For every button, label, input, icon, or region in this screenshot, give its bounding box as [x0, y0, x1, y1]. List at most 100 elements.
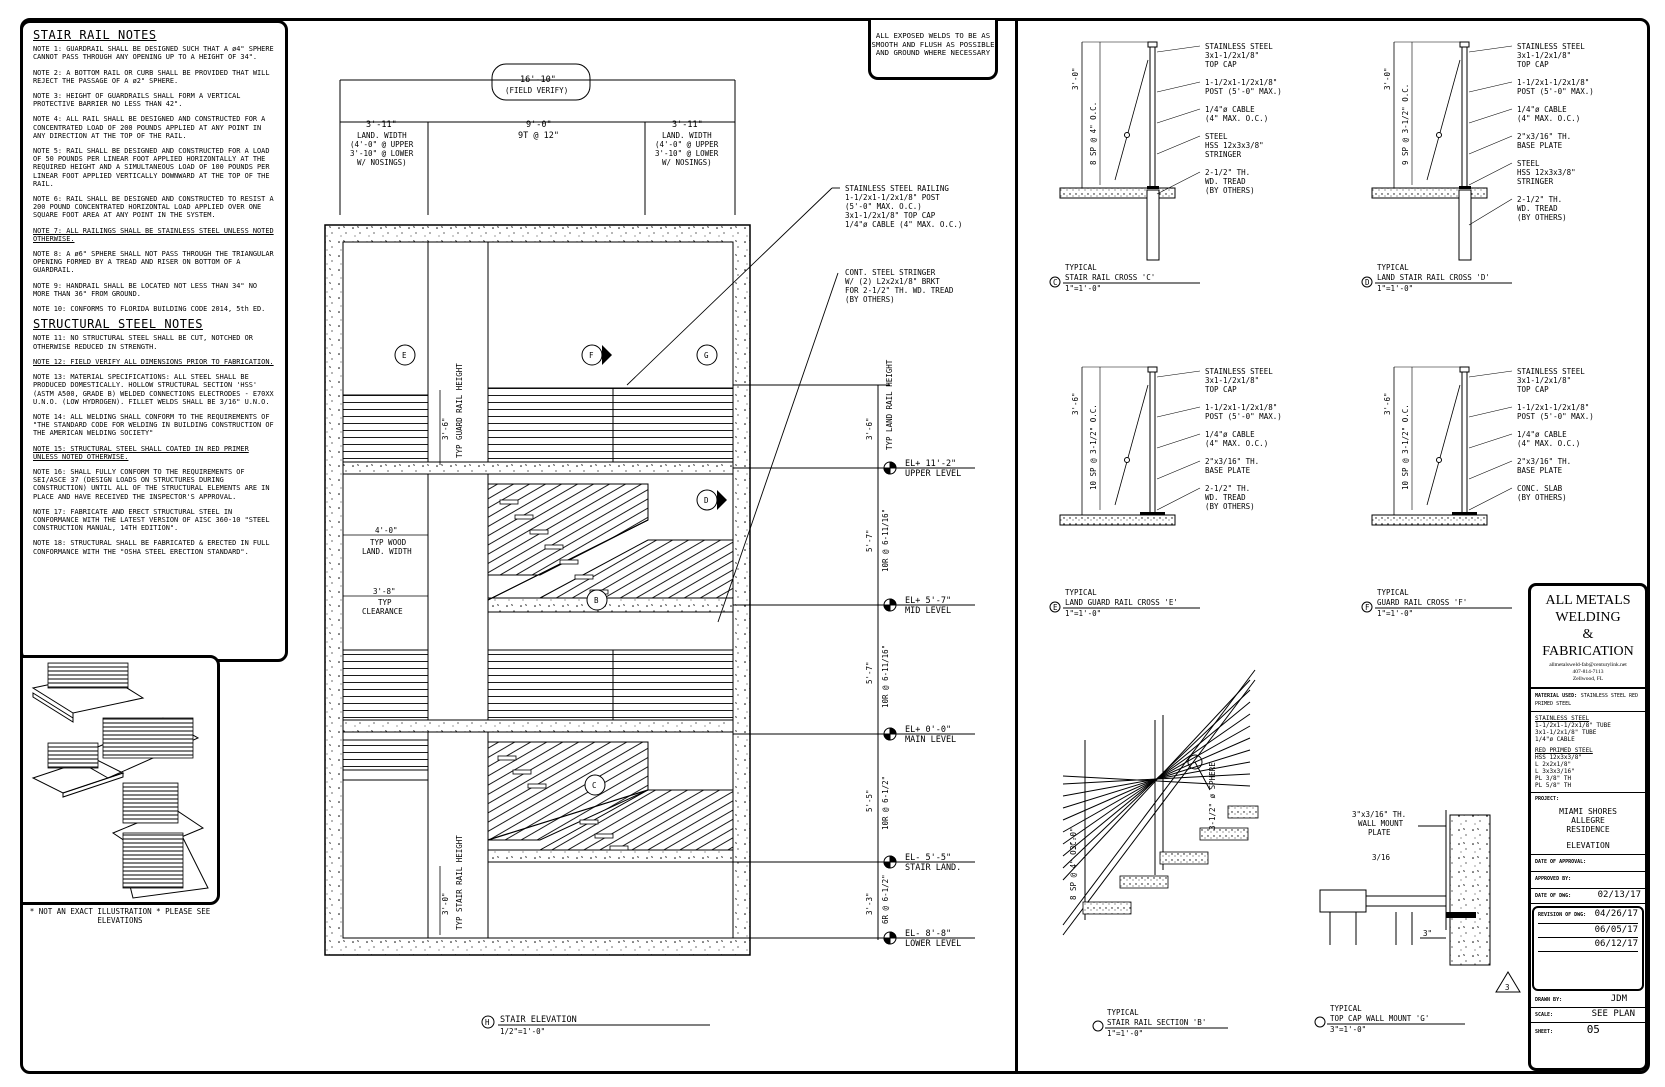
detail-title-2: GUARD RAIL CROSS 'F' — [1377, 598, 1467, 607]
wood-landing-note-2: LAND. WIDTH — [362, 547, 412, 556]
note-7: NOTE 7: ALL RAILINGS SHALL BE STAINLESS … — [33, 226, 274, 243]
level-markers — [883, 461, 897, 945]
ss-item-2: 3x1-1/2x1/8" TUBE — [1535, 729, 1597, 736]
view-name: ELEVATION — [1566, 841, 1610, 850]
section-b-spacing: 8 SP @ 4" O.C. — [1069, 837, 1078, 900]
detail-label: 1/4"ø CABLE — [1517, 430, 1567, 439]
clearance-note-2: CLEARANCE — [362, 607, 403, 616]
detail-e: 3'-6"10 SP @ 3-1/2" O.C.STAINLESS STEEL3… — [1049, 366, 1282, 618]
detail-title-2: LAND STAIR RAIL CROSS 'D' — [1377, 273, 1490, 282]
approved-by-label: APPROVED BY: — [1535, 876, 1572, 882]
detail-label: HSS 12x3x3/8" — [1205, 141, 1264, 150]
stringer-callout-1: CONT. STEEL STRINGER — [845, 268, 936, 277]
level-labels: EL+ 11'-2" UPPER LEVEL EL+ 5'-7" MID LEV… — [905, 459, 961, 949]
structural-steel-notes-title: STRUCTURAL STEEL NOTES — [33, 317, 203, 332]
detail-title-2: STAIR RAIL CROSS 'C' — [1065, 273, 1155, 282]
detail-label: WD. TREAD — [1205, 177, 1246, 186]
materials-list: STAINLESS STEEL 1-1/2x1-1/2x1/8" TUBE 3x… — [1531, 712, 1645, 793]
detail-label: STAINLESS STEEL — [1517, 367, 1585, 376]
rail-callout-5: 1/4"ø CABLE (4" MAX. O.C.) — [845, 220, 962, 229]
title-block: ALL METALS WELDING & FABRICATION allmeta… — [1528, 583, 1648, 1071]
clearance-dim: 3'-8" — [373, 587, 396, 596]
note-16: NOTE 16: SHALL FULLY CONFORM TO THE REQU… — [33, 467, 270, 501]
note-9: NOTE 9: HANDRAIL SHALL BE LOCATED NOT LE… — [33, 281, 258, 298]
note-13: NOTE 13: MATERIAL SPECIFICATIONS: ALL ST… — [33, 373, 274, 406]
note-10: NOTE 10: CONFORMS TO FLORIDA BUILDING CO… — [33, 305, 266, 314]
revision-1: 04/26/17 — [1594, 909, 1638, 919]
level-mid-name: MID LEVEL — [905, 606, 951, 616]
detail-scale: 1"=1'-0" — [1377, 284, 1413, 293]
detail-label: 3x1-1/2x1/8" — [1517, 376, 1571, 385]
company-city: Zellwood, FL — [1572, 676, 1604, 682]
clearance-note-1: TYP — [378, 598, 392, 607]
mount-weld: 3/16 — [1372, 853, 1391, 862]
stair-elevation: 16'-10" (FIELD VERIFY) 3'-11" 9'-0" 3'-1… — [324, 63, 975, 1036]
revision-label: REVISION OF DWG: — [1538, 912, 1587, 918]
ss-item-3: 1/4"ø CABLE — [1535, 736, 1575, 743]
detail-label: 3x1-1/2x1/8" — [1517, 51, 1571, 60]
detail-label: (4" MAX. O.C.) — [1517, 114, 1580, 123]
date-value: 02/13/17 — [1597, 890, 1641, 900]
project-row: PROJECT: MIAMI SHORES ALLEGRE RESIDENCE … — [1531, 793, 1645, 855]
note-6: NOTE 6: RAIL SHALL BE DESIGNED AND CONST… — [33, 195, 274, 220]
note-14: NOTE 14: ALL WELDING SHALL CONFORM TO TH… — [33, 412, 274, 438]
approval-date-label: DATE OF APPROVAL: — [1535, 859, 1587, 865]
stringer-callout: CONT. STEEL STRINGER W/ (2) L2x2x1/8" BR… — [845, 268, 954, 304]
land-width-l3: 3'-10" @ LOWER — [350, 149, 414, 158]
note-17: NOTE 17: FABRICATE AND ERECT STRUCTURAL … — [33, 507, 270, 533]
detail-label: HSS 12x3x3/8" — [1517, 168, 1576, 177]
note-8: NOTE 8: A ø6" SPHERE SHALL NOT PASS THRO… — [33, 250, 274, 275]
detail-label: BASE PLATE — [1517, 466, 1563, 475]
detail-label: 1/4"ø CABLE — [1205, 105, 1255, 114]
drawn-by-label: DRAWN BY: — [1535, 997, 1563, 1003]
scale-value: SEE PLAN — [1591, 1009, 1635, 1019]
detail-label: STAINLESS STEEL — [1517, 42, 1585, 51]
company-phone: 407-814-7113 — [1572, 669, 1604, 675]
wood-landing-dim: 4'-0" — [375, 526, 398, 535]
detail-label: 1-1/2x1-1/2x1/8" — [1205, 78, 1277, 87]
mount-title-2: TOP CAP WALL MOUNT 'G' — [1330, 1014, 1429, 1023]
drawn-by-value: JDM — [1610, 994, 1627, 1004]
level-stair-land-name: STAIR LAND. — [905, 863, 961, 873]
stringer-callout-2: W/ (2) L2x2x1/8" BRKT — [845, 277, 940, 286]
note-5: NOTE 5: RAIL SHALL BE DESIGNED AND CONST… — [33, 147, 270, 188]
stringer-callout-4: (BY OTHERS) — [845, 295, 895, 304]
left-landing-dim: 3'-11" — [366, 120, 397, 130]
detail-label: (BY OTHERS) — [1205, 502, 1255, 511]
detail-c: 3'-0"8 SP @ 4" O.C.STAINLESS STEEL3x1-1/… — [1049, 41, 1282, 293]
side-dim-1-note: TYP LAND RAIL HEIGHT — [885, 359, 894, 450]
detail-title-2: LAND GUARD RAIL CROSS 'E' — [1065, 598, 1178, 607]
field-verify-label: (FIELD VERIFY) — [505, 86, 568, 95]
sheet-value: 05 — [1586, 1023, 1600, 1036]
wood-landing-note-1: TYP WOOD — [370, 538, 407, 547]
level-lower-name: LOWER LEVEL — [905, 939, 961, 949]
detail-height: 3'-6" — [1383, 392, 1392, 415]
mount-plate-2: WALL MOUNT — [1358, 819, 1404, 828]
level-mid-el: EL+ 5'-7" — [905, 596, 951, 606]
company-line-3: & — [1582, 627, 1594, 642]
revision-3: 06/12/17 — [1538, 937, 1638, 949]
guard-height-note: TYP GUARD RAIL HEIGHT — [455, 363, 464, 458]
tag-e: E — [402, 351, 407, 360]
detail-title-circle: D — [1365, 278, 1370, 287]
detail-label: BASE PLATE — [1517, 141, 1563, 150]
detail-label: POST (5'-0" MAX.) — [1517, 412, 1594, 421]
section-b-sphere: 3-1/2" ø SPHERE — [1208, 762, 1217, 830]
sheet-label: SHEET: — [1535, 1029, 1554, 1035]
note-18: NOTE 18: STRUCTURAL SHALL BE FABRICATED … — [33, 539, 270, 556]
land-width-r4: W/ NOSINGS) — [662, 158, 712, 167]
detail-title-circle: F — [1365, 603, 1370, 612]
level-upper-el: EL+ 11'-2" — [905, 459, 956, 469]
side-dim-5-note: 6R @ 6-1/2" — [881, 874, 890, 924]
date-label: DATE OF DWG: — [1535, 893, 1572, 899]
section-b-title-2: STAIR RAIL SECTION 'B' — [1107, 1018, 1206, 1027]
land-width-r1: LAND. WIDTH — [662, 131, 712, 140]
company-email: allmetalsweld-fab@centurylink.net — [1549, 662, 1627, 668]
detail-label: TOP CAP — [1517, 385, 1549, 394]
detail-label: 2"x3/16" TH. — [1205, 457, 1259, 466]
detail-height: 3'-0" — [1383, 67, 1392, 90]
detail-spacing: 10 SP @ 3-1/2" O.C. — [1089, 404, 1098, 490]
level-upper-name: UPPER LEVEL — [905, 469, 961, 479]
mount-plate-3: PLATE — [1368, 828, 1391, 837]
